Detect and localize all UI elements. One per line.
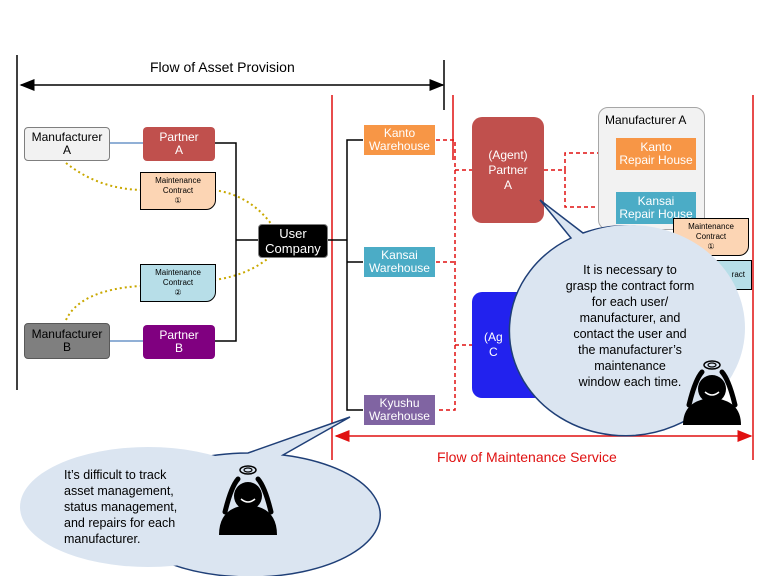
right-bubble-text: It is necessary to grasp the contract fo… — [565, 263, 695, 389]
right-contract-partial-text: ract — [731, 270, 745, 279]
kyushu-warehouse-box: Kyushu Warehouse — [363, 394, 436, 426]
maintenance-service-label: Flow of Maintenance Service — [437, 449, 617, 465]
asset-provision-label: Flow of Asset Provision — [150, 59, 295, 75]
left-bubble-text: It’s difficult to track asset management… — [64, 468, 178, 546]
dashed-agent-repair-lines — [544, 152, 616, 171]
worried-person-icon — [683, 360, 741, 425]
dotted-contract-curve-b2 — [213, 254, 273, 281]
kansai-warehouse-box: Kansai Warehouse — [363, 246, 436, 278]
user-company-box: User Company — [258, 224, 328, 258]
manufacturer-a-box: Manufacturer A — [24, 127, 110, 161]
dotted-contract-curve-a — [65, 162, 146, 191]
agent-partner-a-box: (Agent) Partner A — [472, 117, 544, 223]
maintenance-contract-2: Maintenance Contract ② — [140, 264, 216, 302]
partner-b-box: Partner B — [143, 325, 215, 359]
manufacturer-a-group-title: Manufacturer A — [605, 113, 687, 127]
dotted-contract-curve-b — [65, 285, 141, 321]
kanto-repair-house-box: Kanto Repair House — [616, 138, 696, 170]
manufacturer-b-box: Manufacturer B — [24, 323, 110, 359]
dotted-contract-curve-a2 — [213, 189, 273, 226]
kanto-warehouse-box: Kanto Warehouse — [363, 124, 436, 156]
partner-tree-lines — [215, 142, 237, 342]
partner-a-box: Partner A — [143, 127, 215, 161]
warehouse-tree-lines — [346, 139, 363, 411]
maintenance-contract-1: Maintenance Contract ① — [140, 172, 216, 210]
worried-person-icon — [219, 465, 277, 535]
dashed-warehouse-agent-lines — [436, 139, 456, 411]
